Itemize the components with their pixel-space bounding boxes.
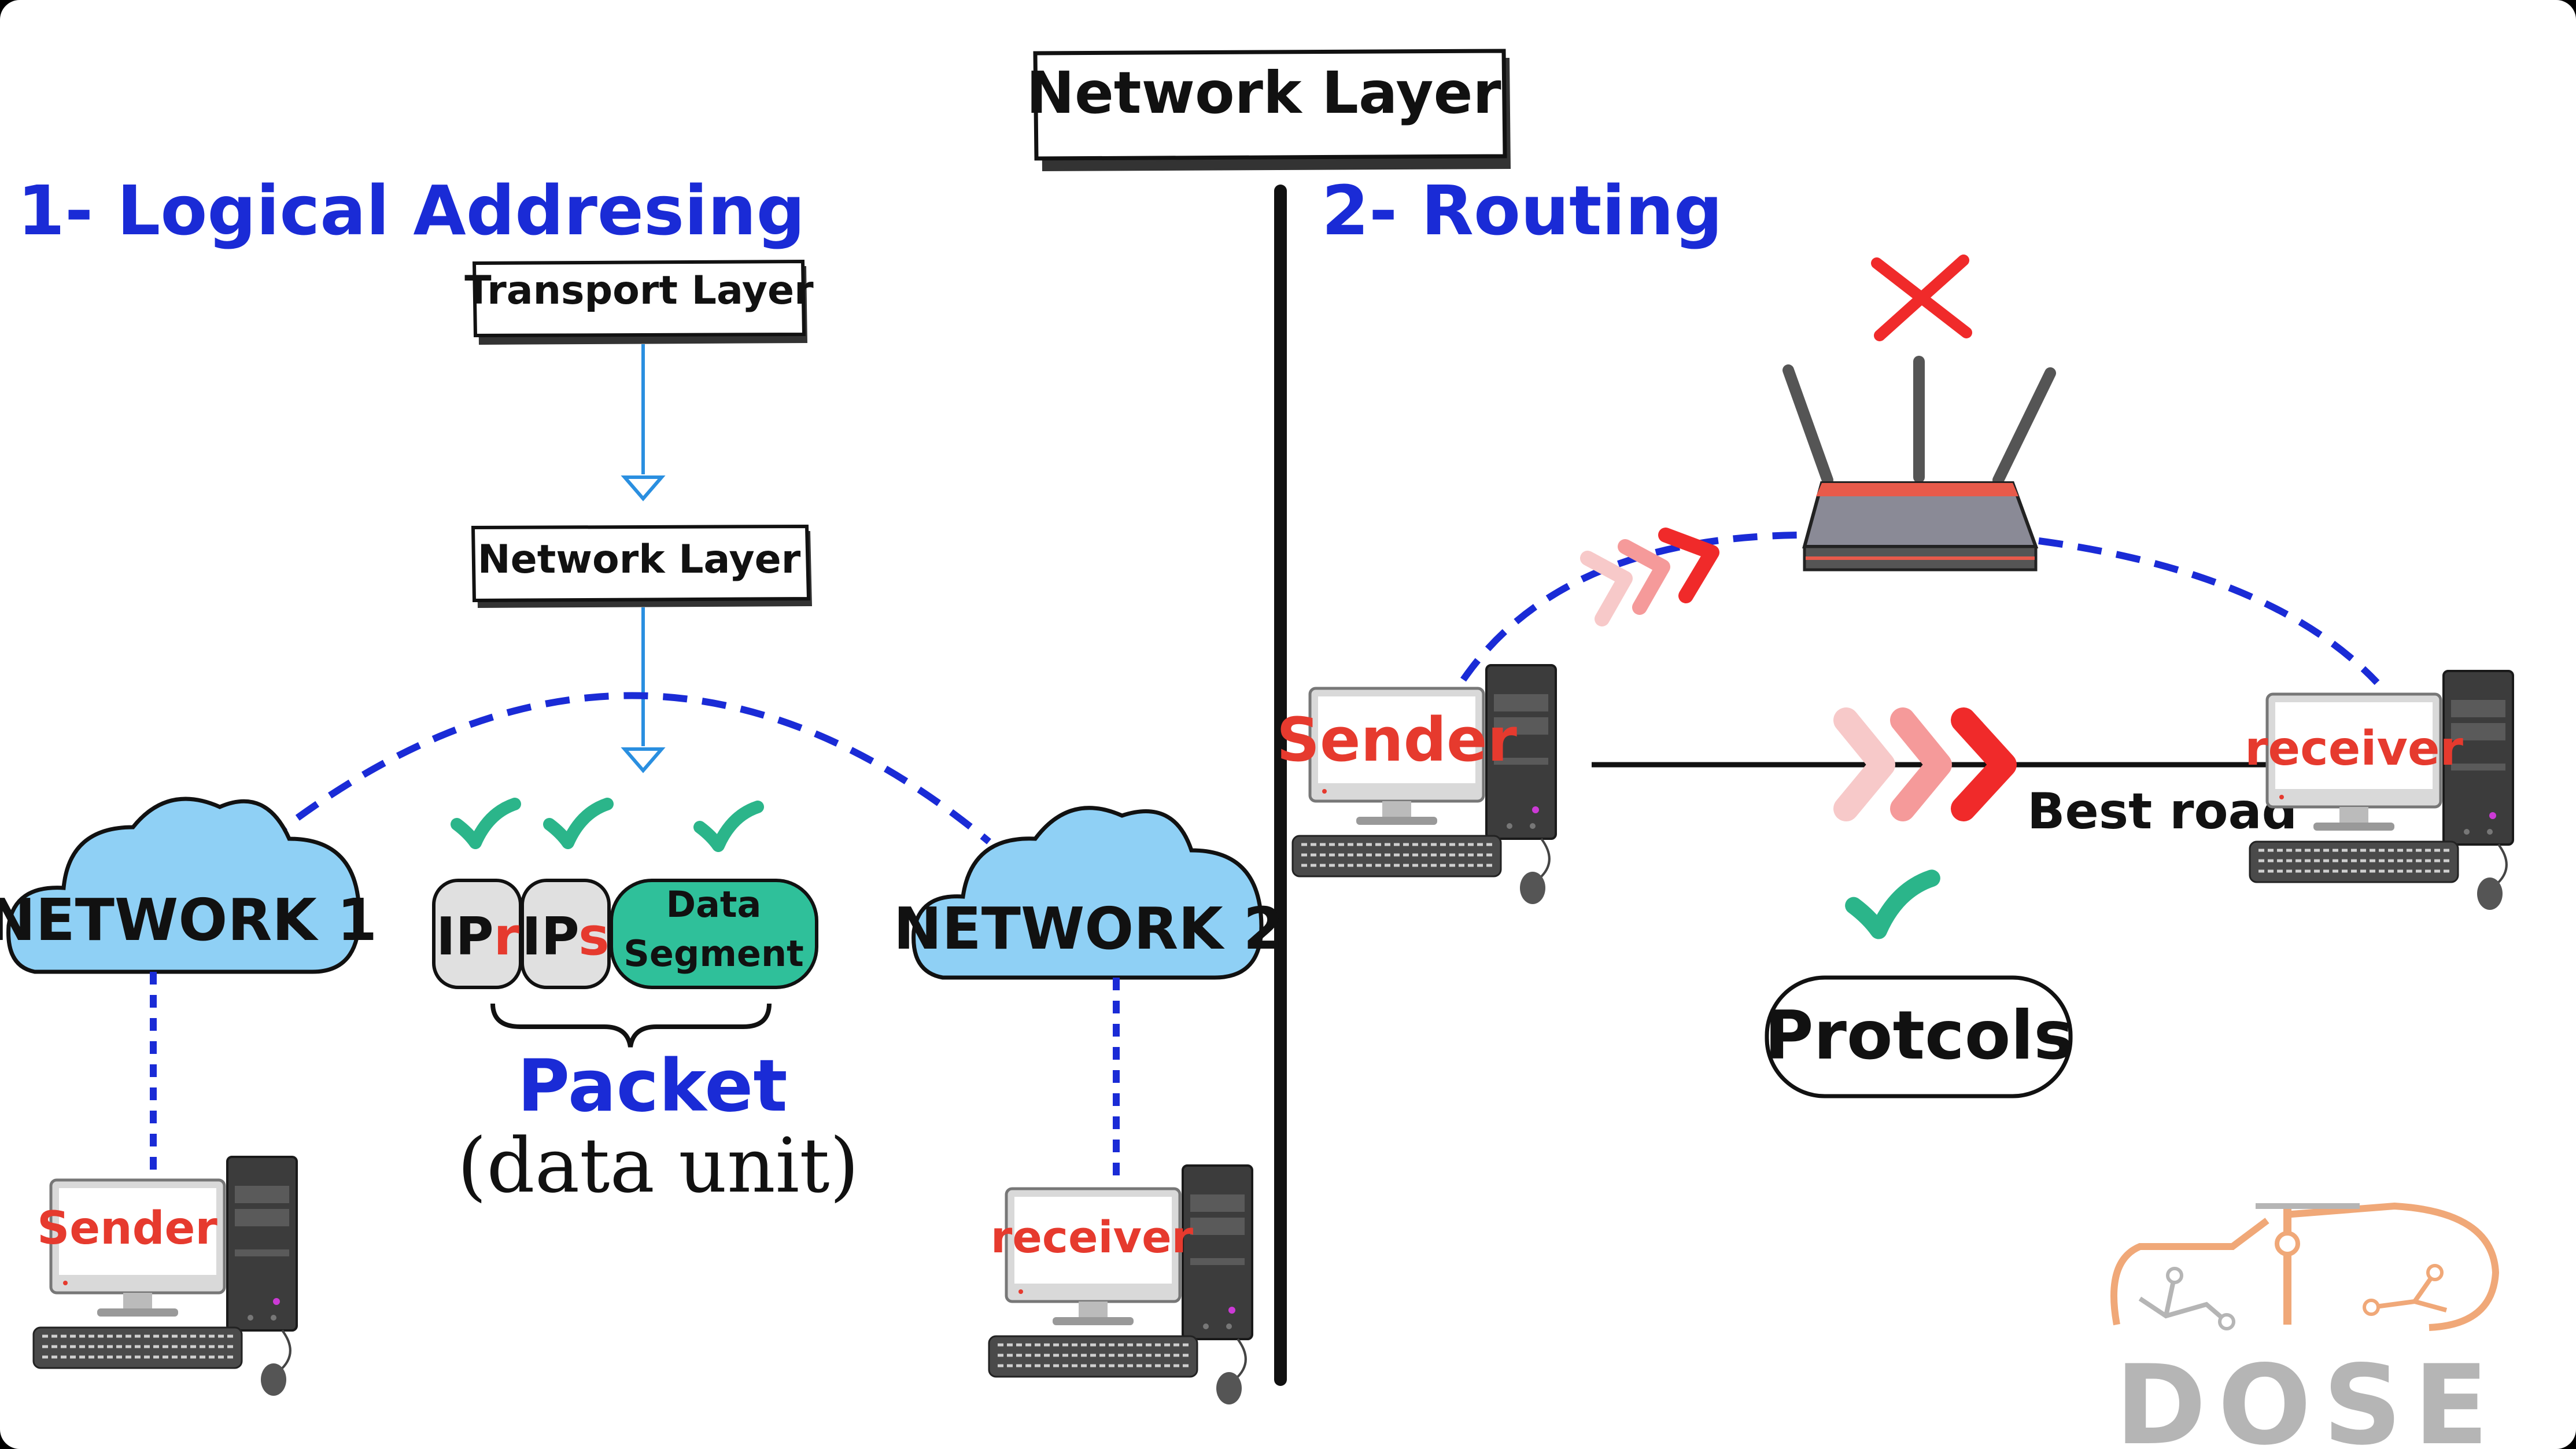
ipr-prefix: IP xyxy=(436,906,493,967)
ips-suffix: s xyxy=(578,906,610,967)
arrow-network-to-packet xyxy=(621,607,666,773)
dose-logo: DOSE xyxy=(2110,1202,2500,1449)
arrow-transport-to-network xyxy=(621,344,666,502)
receiver-label-right: receiver xyxy=(2245,721,2463,776)
best-road-label: Best road xyxy=(2027,783,2297,840)
packet-label: Packet xyxy=(517,1045,787,1128)
title-text: Network Layer xyxy=(1026,59,1501,127)
transport-layer-label: Transport Layer xyxy=(464,268,814,314)
dose-logo-text: DOSE xyxy=(2115,1341,2500,1449)
dashed-arc-left xyxy=(264,692,991,845)
check-icon xyxy=(1854,878,1932,930)
dashed-arc-right xyxy=(1460,532,1799,682)
network-1-cloud: NETWORK 1 xyxy=(0,797,377,974)
ip-receiver-field: IPr xyxy=(432,879,522,989)
network-2-label: NETWORK 2 xyxy=(894,895,1283,963)
ip-sender-field: IPs xyxy=(521,879,611,989)
network-layer-box: Network Layer xyxy=(471,524,812,608)
left-heading: 1- Logical Addresing xyxy=(17,171,805,250)
sender-computer-right: Sender xyxy=(1276,665,1556,904)
best-road-chevrons-icon xyxy=(1833,707,2017,821)
check-icon xyxy=(700,807,758,846)
data-segment-field: Data Segment xyxy=(610,879,818,989)
check-icon xyxy=(549,804,607,843)
protocols-badge: Protcols xyxy=(1765,975,2074,1098)
data-segment-line1: Data xyxy=(666,883,762,926)
dashed-arc-right-2 xyxy=(2038,537,2380,685)
packet-subtitle: (data unit) xyxy=(457,1122,859,1210)
network-2-cloud: NETWORK 2 xyxy=(894,806,1283,980)
packet-brace xyxy=(490,1003,772,1048)
right-heading: 2- Routing xyxy=(1322,171,1722,250)
check-icon xyxy=(457,804,515,843)
chevron-arrows-icon xyxy=(1580,528,1719,626)
sender-computer: Sender xyxy=(34,1157,297,1396)
receiver-computer: receiver xyxy=(989,1166,1252,1404)
receiver-computer-right: receiver xyxy=(2245,671,2513,910)
title-box: Network Layer xyxy=(1026,49,1511,171)
sender-label: Sender xyxy=(37,1203,217,1255)
sender-label-right: Sender xyxy=(1276,705,1517,775)
data-segment-line2: Segment xyxy=(623,932,804,975)
ipr-suffix: r xyxy=(494,906,520,967)
transport-layer-box: Transport Layer xyxy=(464,259,814,345)
ips-prefix: IP xyxy=(522,906,578,967)
red-x-icon xyxy=(1871,255,1972,341)
network-layer-label: Network Layer xyxy=(478,537,801,582)
network-1-label: NETWORK 1 xyxy=(0,886,377,954)
svg-text:IPs: IPs xyxy=(522,906,609,967)
receiver-label: receiver xyxy=(991,1211,1194,1263)
protocols-label: Protcols xyxy=(1765,997,2074,1075)
router-icon xyxy=(1782,356,2056,572)
svg-text:IPr: IPr xyxy=(436,906,519,967)
